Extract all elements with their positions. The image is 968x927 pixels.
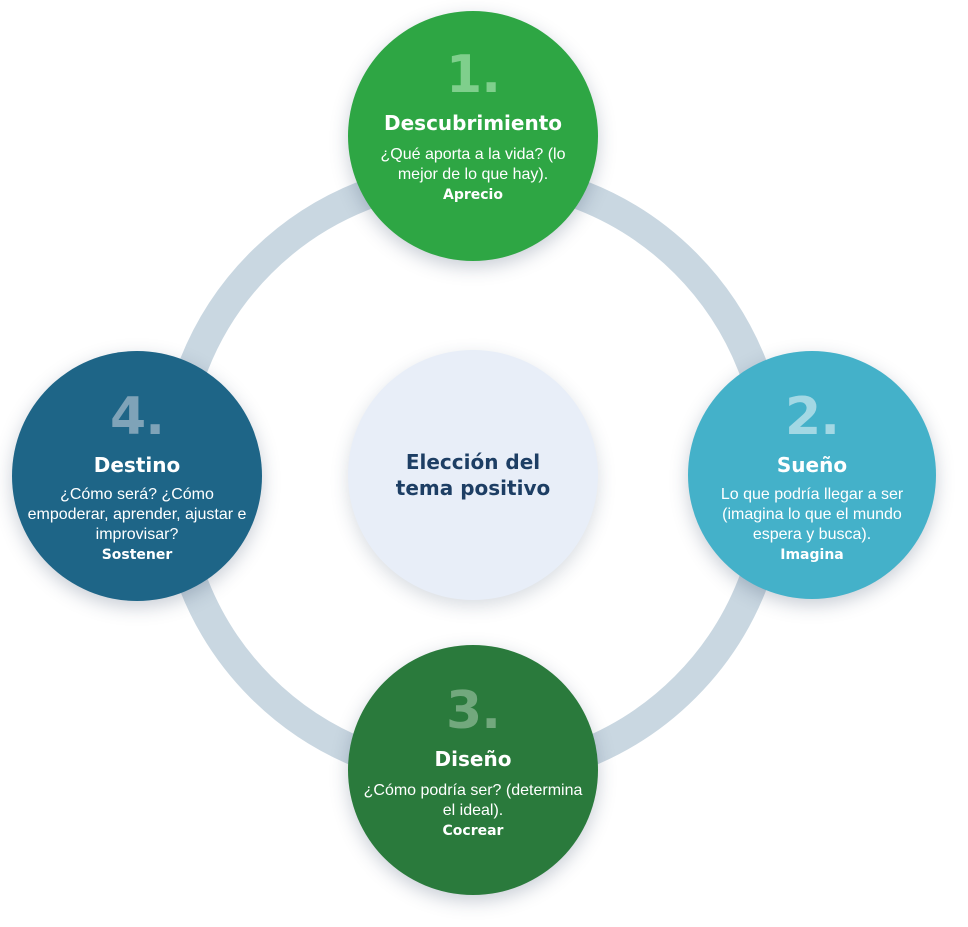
center-circle: Elección del tema positivo bbox=[348, 350, 598, 600]
stage-title: Sueño bbox=[776, 453, 848, 477]
stage-dream: 2. Sueño Lo que podría llegar a ser (ima… bbox=[688, 351, 936, 599]
stage-number: 4. bbox=[110, 387, 165, 447]
stage-title: Diseño bbox=[434, 747, 512, 771]
stage-description: ¿Cómo será? ¿Cómo empoderar, aprender, a… bbox=[27, 486, 247, 543]
stage-number: 1. bbox=[446, 45, 501, 105]
stage-description: Lo que podría llegar a ser (imagina lo q… bbox=[720, 486, 904, 543]
stage-design: 3. Diseño ¿Cómo podría ser? (determina e… bbox=[348, 645, 598, 895]
stage-description: ¿Qué aporta a la vida? (lo mejor de lo q… bbox=[380, 146, 566, 183]
stage-discovery: 1. Descubrimiento ¿Qué aporta a la vida?… bbox=[348, 11, 598, 261]
stage-keyword: Cocrear bbox=[442, 823, 504, 839]
stage-title: Descubrimiento bbox=[384, 111, 562, 135]
stage-keyword: Aprecio bbox=[443, 187, 503, 203]
center-label: Elección del tema positivo bbox=[395, 450, 551, 500]
stage-keyword: Imagina bbox=[780, 547, 844, 563]
stage-title: Destino bbox=[93, 453, 181, 477]
stage-destiny: 4. Destino ¿Cómo será? ¿Cómo empoderar, … bbox=[12, 351, 262, 601]
stage-keyword: Sostener bbox=[101, 547, 173, 563]
stage-number: 2. bbox=[785, 387, 840, 447]
stage-number: 3. bbox=[446, 681, 501, 741]
stage-description: ¿Cómo podría ser? (determina el ideal). bbox=[363, 782, 583, 819]
